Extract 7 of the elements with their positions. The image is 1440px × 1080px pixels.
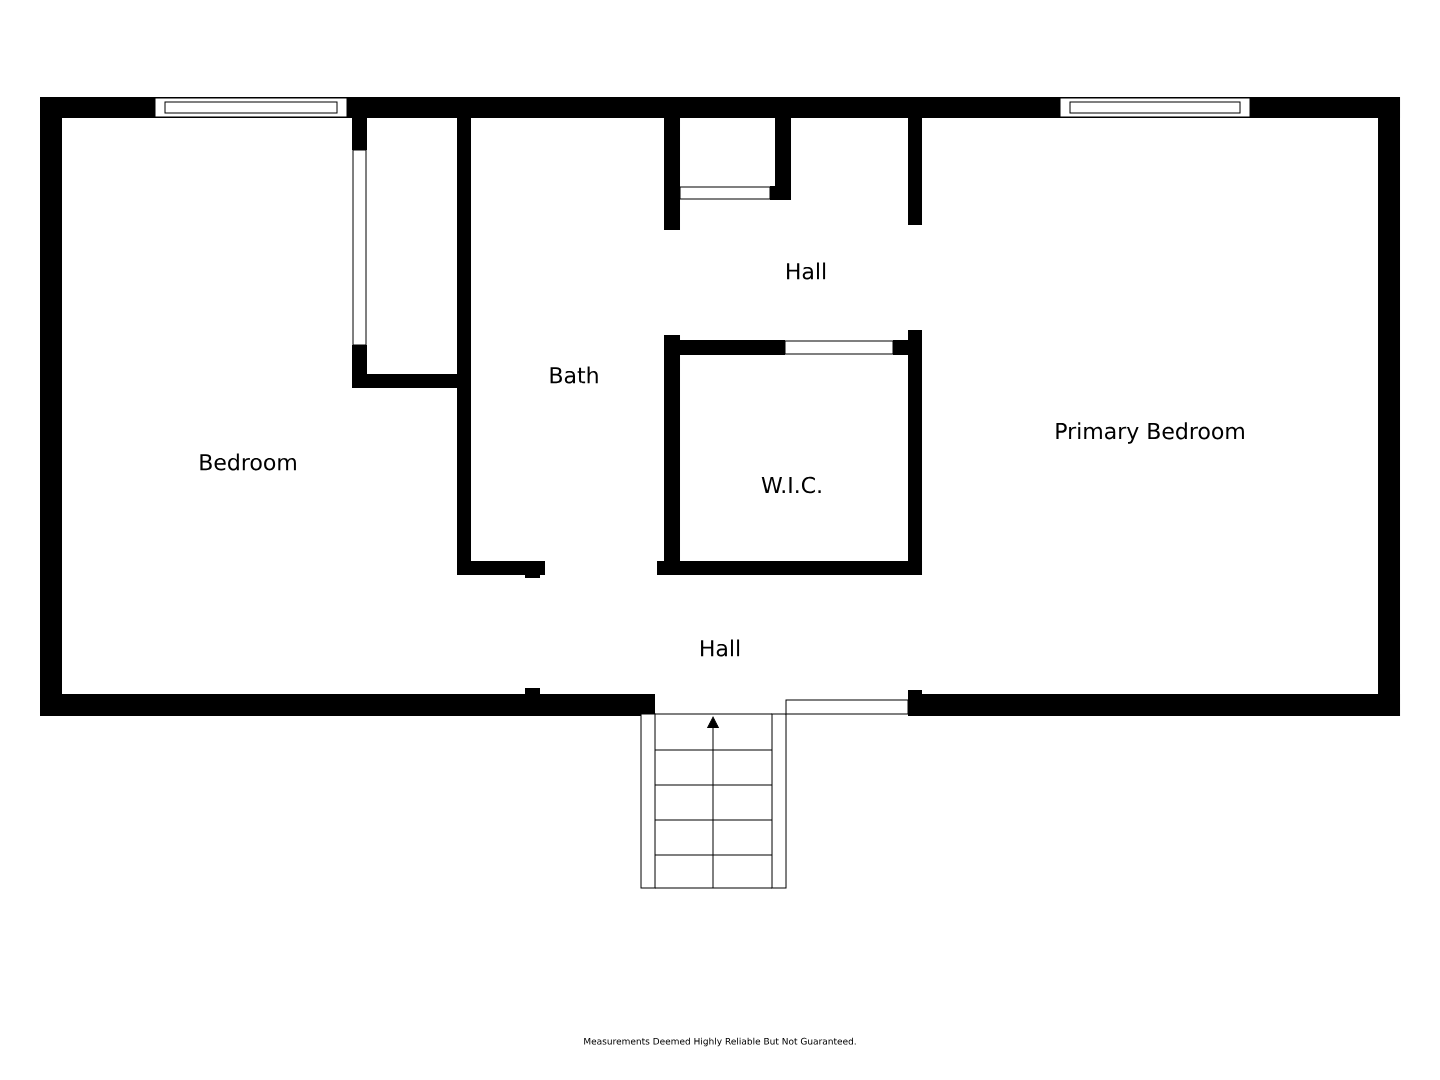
room-label: Primary Bedroom xyxy=(1056,422,1244,444)
room-label: Hall xyxy=(787,262,826,280)
room-label: Bedroom xyxy=(200,453,296,471)
footnote: Measurements Deemed Highly Reliable But Not Guaranteed. xyxy=(584,1037,856,1047)
room-label: Hall xyxy=(701,639,740,657)
room-label: W.I.C. xyxy=(761,476,821,494)
room-label: Bath xyxy=(550,366,598,384)
